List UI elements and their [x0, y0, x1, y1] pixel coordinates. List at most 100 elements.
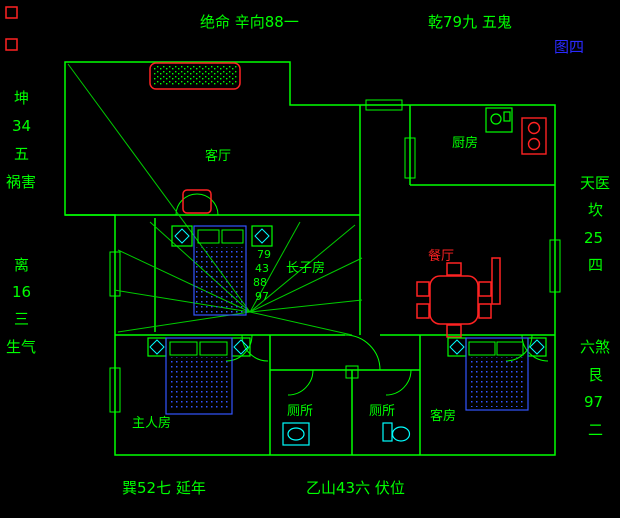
compass-number-88: 88 — [253, 276, 267, 289]
compass-number-79: 79 — [257, 248, 271, 261]
label-left-li: 离 — [14, 256, 29, 274]
pillow — [496, 341, 524, 356]
label-toilet-2: 厕所 — [369, 404, 395, 419]
compass-number-43: 43 — [255, 262, 269, 275]
living-cabinet — [182, 189, 212, 214]
label-master-room: 主人房 — [132, 415, 171, 431]
sink-counter — [485, 107, 513, 133]
toilet-fixtures — [282, 422, 411, 446]
label-right-tianyi: 天医 — [580, 174, 610, 192]
pillow — [197, 229, 220, 244]
dining-chair — [416, 281, 430, 297]
pillow — [199, 341, 228, 356]
guest-closet-arc-right — [521, 334, 549, 362]
fan-line — [249, 311, 353, 336]
outer-labels: 绝命 辛向88一 乾79九 五鬼 图四 坤 34 五 祸害 离 16 三 生气 … — [6, 13, 610, 497]
master-closet-arc-left — [225, 334, 253, 362]
label-top-xin: 绝命 辛向88一 — [200, 13, 299, 31]
nightstand-lamp-icon — [149, 339, 165, 355]
master-bed — [147, 337, 251, 415]
dining-chair — [478, 281, 492, 297]
bay-window-hatch — [153, 66, 237, 86]
dining-set — [416, 257, 501, 338]
washbasin-bowl — [287, 427, 305, 441]
top-bay-window — [149, 62, 241, 90]
compass-numbers: 79 43 88 97 — [253, 248, 271, 303]
label-kitchen: 厨房 — [452, 135, 478, 151]
legend-square-2 — [5, 38, 18, 51]
label-right-gen: 艮 — [588, 366, 603, 384]
label-right-25: 25 — [584, 229, 603, 247]
label-toilet-1: 厕所 — [287, 404, 313, 419]
nightstand-lamp-icon — [174, 228, 190, 244]
label-right-liusha: 六煞 — [580, 338, 610, 356]
label-left-wu: 五 — [14, 145, 29, 163]
toilet1-door-arc — [287, 369, 314, 396]
bed-blanket — [468, 357, 526, 407]
guest-bed — [447, 337, 547, 411]
nightstand-lamp-icon — [529, 339, 545, 355]
label-top-qian: 乾79九 五鬼 — [428, 13, 512, 31]
nightstand-lamp-icon — [233, 339, 249, 355]
nightstand — [251, 225, 273, 247]
fan-line — [249, 299, 363, 313]
kitchen-fixtures — [485, 107, 547, 155]
stove-burner-2 — [527, 137, 541, 151]
hall-door-arc — [344, 334, 381, 371]
living-door-arc — [175, 193, 219, 216]
kitchen-sink — [485, 107, 513, 133]
bed-frame — [193, 225, 247, 316]
hall-door-pivot — [345, 365, 359, 379]
stove-burner-1 — [527, 121, 541, 135]
toilet-bowl — [391, 426, 411, 442]
pillow — [468, 341, 496, 356]
stove-body — [521, 117, 547, 155]
room-labels: 客厅 厨房 餐厅 长子房 主人房 厕所 厕所 客房 — [132, 135, 478, 431]
sink-faucet — [503, 111, 511, 122]
label-left-34: 34 — [12, 117, 31, 135]
label-eldest-son-room: 长子房 — [286, 260, 325, 276]
nightstand-lamp-icon — [449, 339, 465, 355]
label-bottom-yishan: 乙山43六 伏位 — [306, 479, 405, 497]
bay-window-frame — [149, 62, 241, 90]
label-right-si: 四 — [588, 256, 603, 274]
nightstand-lamp-icon — [254, 228, 270, 244]
dining-chair — [416, 303, 430, 319]
pillow — [221, 229, 244, 244]
label-left-kun: 坤 — [14, 89, 29, 107]
dining-chair — [446, 324, 462, 338]
fan-line — [249, 221, 301, 313]
fan-line — [249, 257, 363, 313]
nightstand — [171, 225, 193, 247]
label-guest-room: 客房 — [430, 408, 456, 424]
toilet-tank — [382, 422, 393, 442]
bed-blanket — [196, 247, 244, 313]
label-figure-tag: 图四 — [554, 38, 584, 56]
label-right-kan: 坎 — [588, 201, 603, 219]
kitchen-stove — [521, 117, 547, 155]
label-left-shengqi: 生气 — [6, 338, 36, 356]
dining-chair — [446, 262, 462, 276]
label-bottom-xun: 巽52七 延年 — [122, 479, 206, 497]
walls — [64, 61, 556, 456]
label-right-er: 二 — [588, 421, 603, 439]
toilet2-door-arc — [385, 369, 412, 396]
fan-line — [249, 224, 356, 313]
dining-chair — [478, 303, 492, 319]
eldest-son-bed — [171, 225, 273, 316]
legend-square-1 — [5, 6, 18, 19]
pillow — [169, 341, 198, 356]
label-left-16: 16 — [12, 283, 31, 301]
bed-blanket — [168, 357, 230, 411]
label-dining-room: 餐厅 — [428, 248, 454, 264]
compass-number-97: 97 — [255, 290, 269, 303]
windows — [109, 99, 561, 413]
sink-bowl — [490, 113, 502, 125]
master-closet-arc-right — [241, 334, 269, 362]
label-left-huohai: 祸害 — [6, 173, 36, 191]
dining-red-cabinet — [491, 257, 501, 305]
dining-table — [429, 275, 479, 325]
label-left-san: 三 — [14, 310, 29, 328]
